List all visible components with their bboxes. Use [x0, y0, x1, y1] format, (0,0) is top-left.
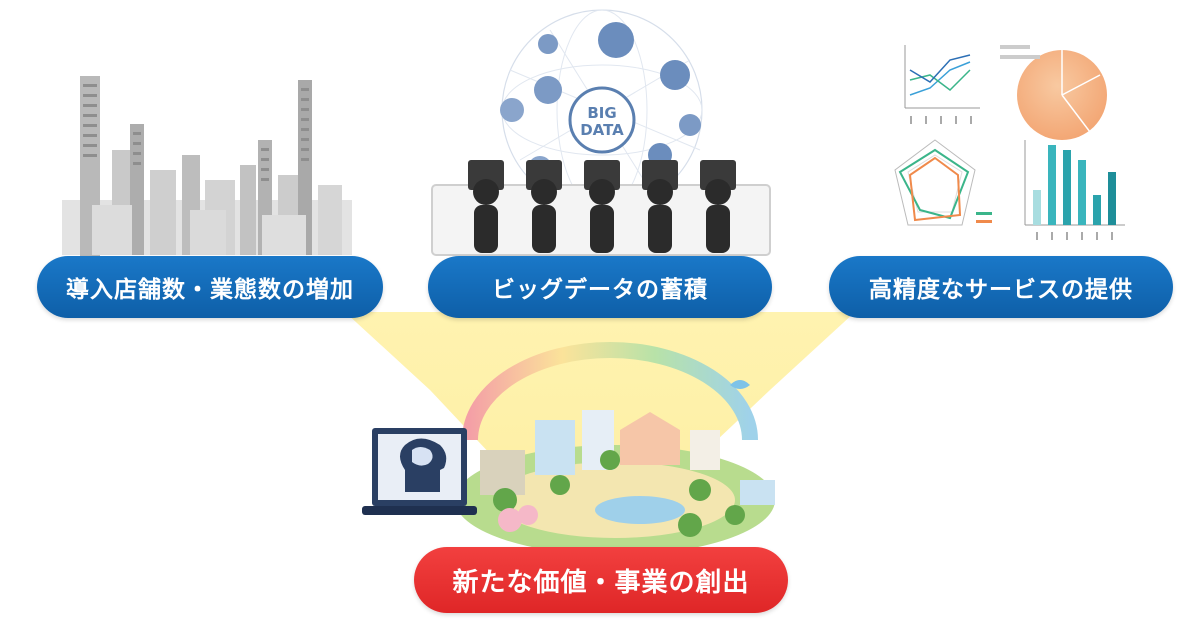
analytics-charts-illustration: [894, 45, 1125, 240]
city-buildings-illustration: [62, 76, 352, 256]
label-new-value-creation: 新たな価値・事業の創出: [414, 547, 788, 613]
label-high-precision-service: 高精度なサービスの提供: [829, 256, 1173, 318]
label-bigdata-accumulation: ビッグデータの蓄積: [428, 256, 772, 318]
smart-city-world-illustration: [362, 342, 775, 555]
bigdata-line2: DATA: [580, 121, 624, 139]
label-store-growth: 導入店舗数・業態数の増加: [37, 256, 383, 318]
big-data-network-sphere: BIG DATA: [431, 9, 771, 256]
bigdata-line1: BIG: [587, 104, 616, 122]
